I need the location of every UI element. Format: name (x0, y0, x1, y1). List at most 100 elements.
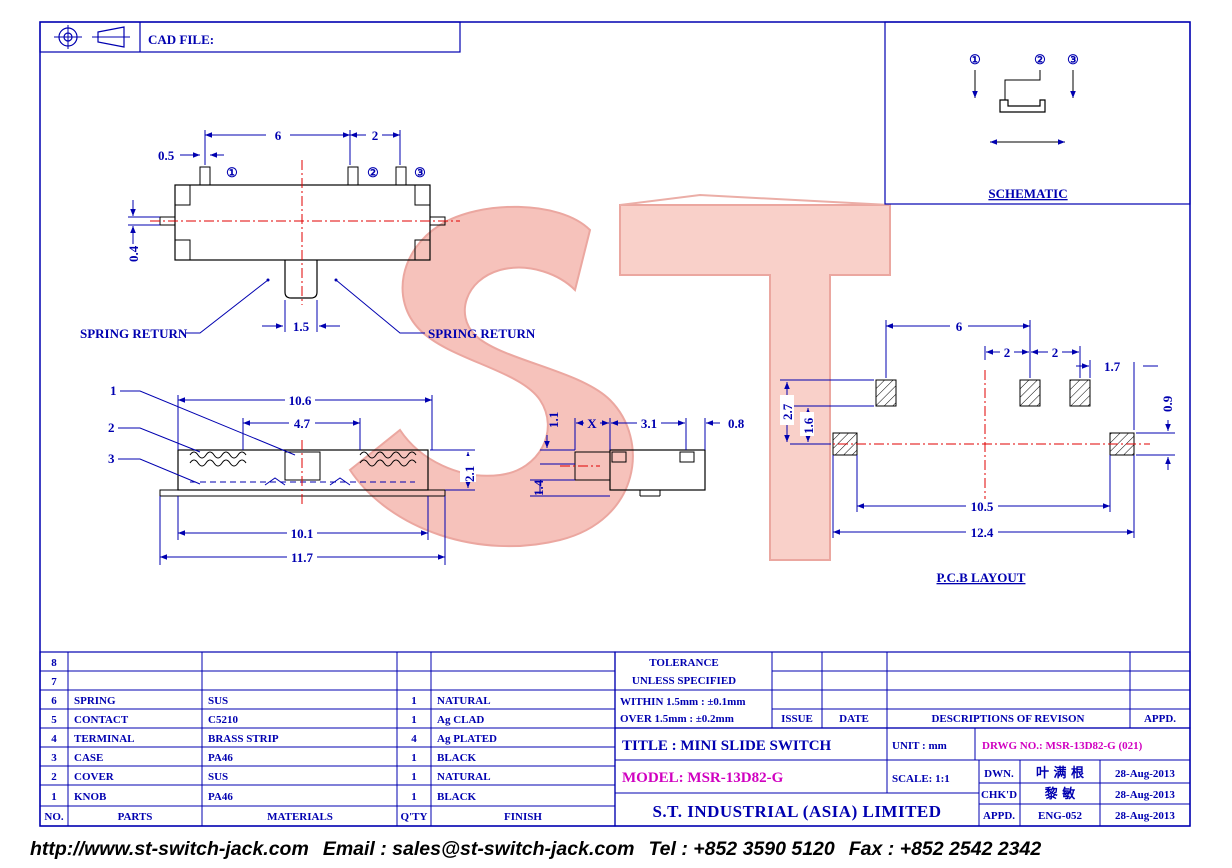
side-pin-2: ② (367, 165, 379, 180)
svg-text:SUS: SUS (208, 771, 228, 783)
svg-text:PARTS: PARTS (118, 811, 153, 823)
svg-text:1: 1 (411, 752, 417, 764)
spring-return-left-label: SPRING RETURN (80, 326, 188, 341)
cad-file-label: CAD FILE: (148, 32, 214, 47)
tolerance-within: WITHIN 1.5mm : ±0.1mm (620, 696, 746, 708)
side-dim-pitch-small: 2 (372, 128, 379, 143)
appd-name: ENG-052 (1038, 810, 1083, 822)
pcb-dim-pitch-b: 2 (1052, 345, 1059, 360)
svg-text:SUS: SUS (208, 695, 228, 707)
side-pin-3: ③ (414, 165, 426, 180)
side-dim-pitch-main: 6 (275, 128, 282, 143)
schematic-title: SCHEMATIC (988, 186, 1067, 201)
section-dim-overall-top: 10.6 (289, 393, 312, 408)
contact-footer: http://www.st-switch-jack.com Email : sal… (30, 838, 1210, 861)
svg-text:FINISH: FINISH (504, 811, 542, 823)
svg-text:PA46: PA46 (208, 752, 233, 764)
svg-text:4: 4 (411, 733, 417, 745)
svg-text:Ag PLATED: Ag PLATED (437, 733, 497, 745)
svg-text:8: 8 (51, 657, 57, 669)
dwn-name: 叶 满 根 (1036, 765, 1085, 781)
unit-label: UNIT : mm (892, 740, 947, 752)
bom-row: 5 CONTACT C5210 1 Ag CLAD (51, 714, 484, 726)
end-dim-travel: X (587, 416, 597, 431)
pcb-dim-pitch-main: 6 (956, 319, 963, 334)
dwn-label: DWN. (984, 768, 1014, 780)
callout-1: 1 (110, 383, 117, 398)
tolerance-block: TOLERANCE UNLESS SPECIFIED WITHIN 1.5mm … (614, 651, 1191, 729)
revision-issue-header: ISSUE (781, 713, 813, 725)
pcb-dim-row-gap: 2.7 (780, 403, 795, 420)
end-dim-knob-height: 1.4 (531, 479, 546, 496)
svg-text:CASE: CASE (74, 752, 103, 764)
dwn-date: 28-Aug-2013 (1115, 768, 1175, 780)
bom-row: 4 TERMINAL BRASS STRIP 4 Ag PLATED (51, 733, 497, 745)
schematic-terminal-1: ① (969, 52, 981, 67)
pcb-layout-title: P.C.B LAYOUT (937, 570, 1026, 585)
svg-text:BLACK: BLACK (437, 752, 477, 764)
svg-text:1: 1 (411, 791, 417, 803)
model-number: MODEL: MSR-13D82-G (622, 770, 784, 786)
svg-text:6: 6 (51, 695, 57, 707)
spring-return-right-label: SPRING RETURN (428, 326, 536, 341)
pcb-layout: 6 2 2 1.7 0.9 2.7 1.6 10.5 (780, 319, 1175, 585)
end-view: X 3.1 0.8 1.1 1.4 (530, 412, 745, 497)
section-dim-base-inner: 10.1 (291, 526, 314, 541)
schematic-terminal-2: ② (1034, 52, 1046, 67)
section-dim-height: 2.1 (462, 466, 477, 482)
drawing-number: DRWG NO.: MSR-13D82-G (021) (982, 740, 1143, 752)
svg-text:5: 5 (51, 714, 57, 726)
chkd-name: 黎 敏 (1045, 786, 1077, 802)
chkd-label: CHK'D (981, 789, 1017, 801)
email-link[interactable]: Email : sales@st-switch-jack.com (322, 838, 635, 860)
pcb-dim-pad-h: 0.9 (1160, 395, 1175, 412)
side-dim-knob-width: 1.5 (293, 319, 310, 334)
svg-text:NO.: NO. (44, 811, 64, 823)
projection-symbol-icon (54, 25, 130, 49)
cad-file-header: CAD FILE: (39, 21, 461, 53)
bom-row: 1 KNOB PA46 1 BLACK (51, 791, 476, 803)
section-dim-inner-top: 4.7 (294, 416, 311, 431)
side-dim-pin-width: 0.5 (158, 148, 175, 163)
scale-label: SCALE: 1:1 (892, 773, 950, 785)
appd-label: APPD. (983, 810, 1015, 822)
company-name: S.T. INDUSTRIAL (ASIA) LIMITED (652, 802, 941, 821)
end-dim-top-gap: 1.1 (546, 412, 561, 428)
svg-text:1: 1 (411, 695, 417, 707)
pcb-dim-pitch-a: 2 (1004, 345, 1011, 360)
end-dim-thickness: 0.8 (728, 416, 745, 431)
svg-text:4: 4 (51, 733, 57, 745)
appd-date: 28-Aug-2013 (1115, 810, 1175, 822)
end-dim-width: 3.1 (641, 416, 657, 431)
svg-text:TERMINAL: TERMINAL (74, 733, 135, 745)
pcb-dim-row-pitch: 1.6 (801, 417, 816, 434)
bom-header-row: NO. PARTS MATERIALS Q'TY FINISH (44, 811, 542, 823)
pcb-dim-mount-inner: 10.5 (971, 499, 994, 514)
bom-row: 6 SPRING SUS 1 NATURAL (51, 695, 490, 707)
watermark-st (348, 193, 891, 561)
bom-table: 8 7 6 SPRING SUS 1 NATURAL 5 CONTACT C52… (39, 651, 616, 827)
section-view: 10.6 4.7 2.1 10.1 11.7 1 2 3 (108, 383, 477, 565)
svg-text:KNOB: KNOB (74, 791, 107, 803)
drawing-title: TITLE : MINI SLIDE SWITCH (622, 738, 832, 754)
website-link[interactable]: http://www.st-switch-jack.com (30, 838, 309, 860)
svg-text:BLACK: BLACK (437, 791, 477, 803)
svg-text:C5210: C5210 (208, 714, 238, 726)
telephone: Tel : +852 3590 5120 (648, 838, 835, 860)
svg-text:7: 7 (51, 676, 57, 688)
pcb-dim-mount-outer: 12.4 (971, 525, 994, 540)
bom-row: 8 (51, 657, 57, 669)
pcb-dim-pad-w: 1.7 (1104, 359, 1121, 374)
side-view: 6 2 0.5 ① ② ③ 0.4 1.5 SPRING RETURN SPRI… (80, 128, 536, 341)
svg-text:1: 1 (51, 791, 57, 803)
svg-text:NATURAL: NATURAL (437, 771, 491, 783)
svg-text:1: 1 (411, 771, 417, 783)
schematic-panel: ① ② ③ SCHEMATIC (884, 21, 1191, 205)
revision-appd-header: APPD. (1144, 713, 1176, 725)
schematic-terminal-3: ③ (1067, 52, 1079, 67)
bom-row: 7 (51, 676, 57, 688)
chkd-date: 28-Aug-2013 (1115, 789, 1175, 801)
svg-text:NATURAL: NATURAL (437, 695, 491, 707)
svg-text:BRASS STRIP: BRASS STRIP (208, 733, 279, 745)
